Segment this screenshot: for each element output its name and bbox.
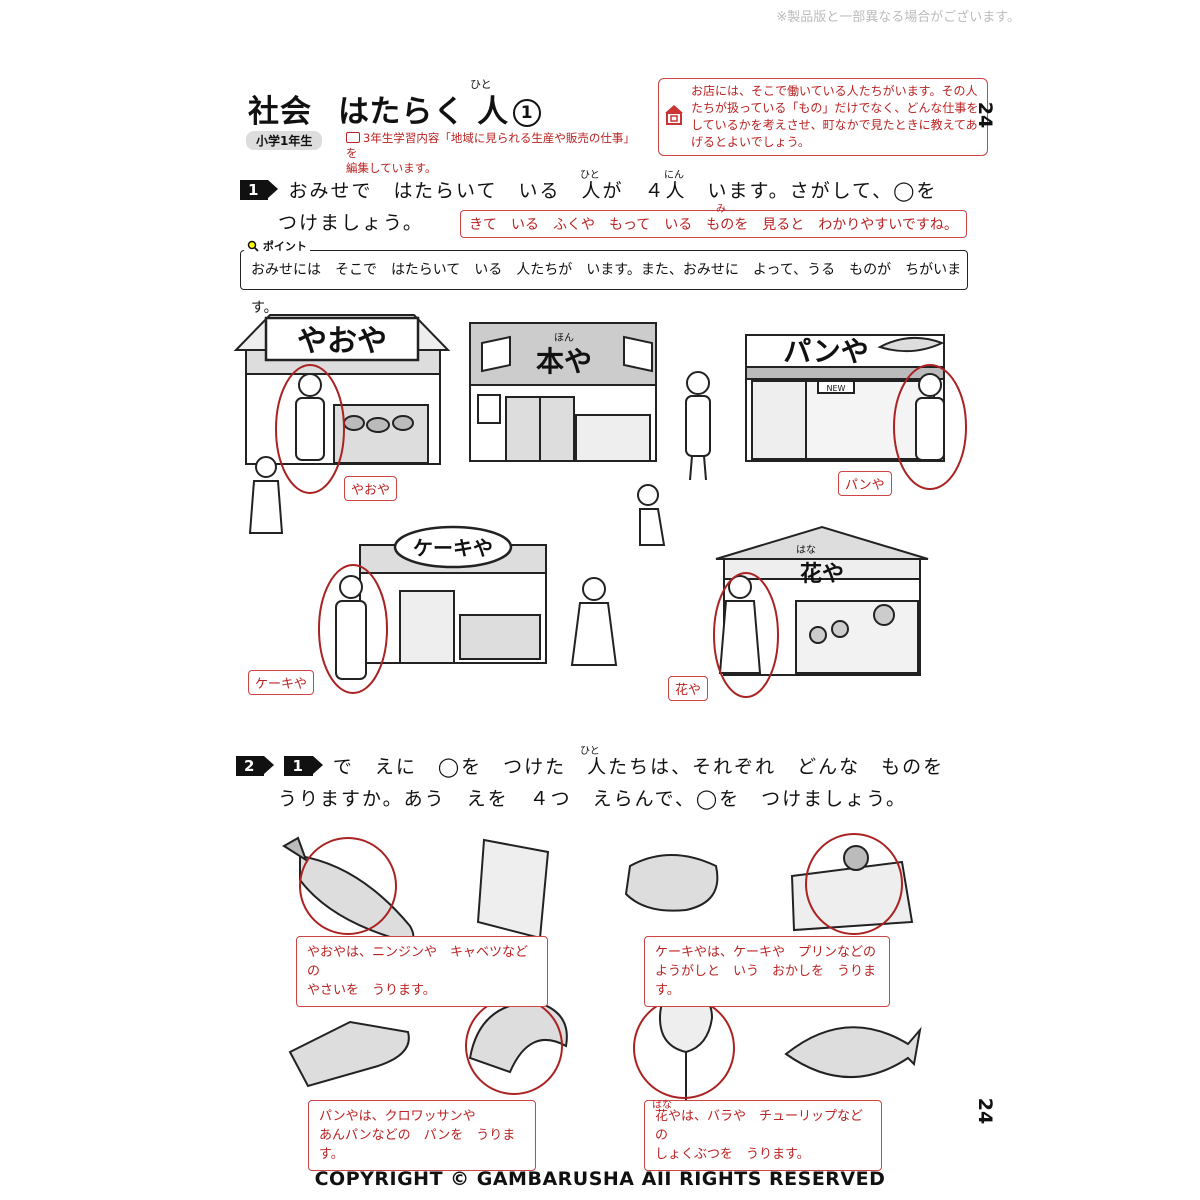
cakeya-sign: ケーキや (413, 536, 493, 560)
book-icon (346, 132, 360, 143)
rose-picture (658, 993, 714, 1100)
ruby-mi: み (716, 204, 726, 215)
curriculum-note: 3年生学習内容「地域に見られる生産や販売の仕事」を 編集しています。 (346, 131, 635, 175)
answer-caption-panya: パンやは、クロワッサンやあんパンなどの パンを うります。 (308, 1100, 536, 1171)
answer-caption-cakeya: ケーキやは、ケーキや プリンなどのようがしと いう おかしを うります。 (644, 936, 890, 1007)
ruby-hito: ひと (580, 170, 600, 181)
hanaya-sign: 花や (800, 561, 844, 587)
point-label: ポイント (244, 238, 310, 254)
question-2-line2: うりますか。あう えを ４つ えらんで、◯を つけましょう。 (278, 788, 908, 810)
q2-ruby-hito: ひと (580, 746, 600, 757)
label-yaoya: やおや (344, 476, 398, 501)
yaoya-sign: やおや (297, 324, 387, 359)
subject-label: 社会 (248, 94, 312, 130)
label-cakeya: ケーキや (248, 670, 315, 695)
product-illustrations (282, 833, 922, 1100)
title-ruby: ひと (470, 78, 492, 91)
label-hanaya: 花や (668, 676, 709, 701)
cakeya-shop (359, 525, 547, 664)
teacher-note: お店には、そこで働いている人たちがいます。その人たちが扱っている「もの」だけでな… (658, 78, 988, 156)
meat-picture (624, 854, 719, 912)
copyright-footer: COPYRIGHT © GAMBARUSHA AII RIGHTS RESERV… (314, 1168, 886, 1190)
sample-notice: ※製品版と一部異なる場合がございます。 (776, 10, 1020, 25)
shoes-picture (288, 1020, 410, 1088)
house-icon (665, 105, 683, 125)
fish-picture (784, 1026, 922, 1078)
hanaya-caption-ruby: はな (652, 1100, 672, 1111)
town-illustration: やおや 本や ほん パンや NEW ケーキや 花や はな (233, 314, 967, 698)
answer-caption-yaoya: やおやは、ニンジンや キャベツなどのやさいを うります。 (296, 936, 548, 1007)
carrot-picture (299, 854, 415, 942)
question-1-badge: 1 (240, 180, 269, 200)
title-number: 1 (513, 99, 542, 127)
answer-circle-cakeya (318, 564, 388, 694)
question-1-reference: 1 (284, 756, 313, 776)
page-number-bottom: 24 (974, 1097, 997, 1125)
magnifier-icon (247, 240, 259, 252)
answer-circle-cake (805, 833, 903, 935)
honya-shop (469, 322, 657, 462)
answer-circle-panya (893, 364, 967, 490)
question-2-badge: 2 (236, 756, 265, 776)
people (248, 371, 945, 680)
answer-circle-yaoya (275, 364, 345, 494)
question-1-line2: つけましょう。 (278, 212, 424, 234)
page-number-top: 24 (974, 101, 997, 129)
title-text: はたらく 人 (338, 94, 510, 130)
cake-picture (790, 860, 914, 932)
label-panya: パンや (838, 471, 892, 496)
croissant-picture (468, 1000, 568, 1074)
hint-box: きて いる ふくや もって いる ものを 見ると わかりやすいですね。 (460, 210, 967, 238)
new-sign: NEW (827, 384, 846, 393)
answer-circle-carrot (299, 837, 397, 935)
grade-badge: 小学1年生 (246, 131, 323, 150)
answer-caption-hanaya: 花やは、バラや チューリップなどのしょくぶつを うります。 (644, 1100, 882, 1171)
panya-shop (745, 334, 945, 462)
honya-ruby: ほん (554, 332, 574, 344)
answer-circle-hanaya (713, 572, 779, 698)
hanaya-ruby: はな (796, 544, 816, 556)
book-picture (476, 838, 550, 940)
ruby-nin: にん (664, 170, 684, 181)
point-box: おみせには そこで はたらいて いる 人たちが います。また、おみせに よって、… (240, 250, 968, 316)
panya-sign: パンや (783, 335, 868, 368)
honya-sign: 本や (536, 345, 592, 378)
